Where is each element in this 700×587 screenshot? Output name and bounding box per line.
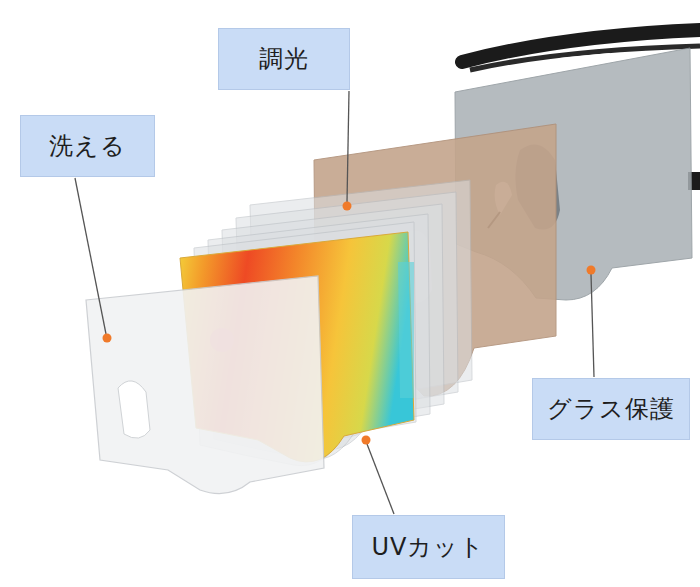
callout-label: 調光 [259, 43, 309, 75]
callout-box: 洗える [20, 115, 155, 177]
callout-label: UVカット [372, 531, 486, 563]
callout-box: グラス保護 [532, 378, 690, 440]
callout-label: グラス保護 [547, 393, 675, 425]
callout-box: 調光 [218, 28, 350, 90]
callout-label: 洗える [49, 130, 126, 162]
callout-dots [103, 202, 596, 445]
washable-lens [86, 276, 324, 494]
callout-box: UVカット [352, 515, 505, 579]
